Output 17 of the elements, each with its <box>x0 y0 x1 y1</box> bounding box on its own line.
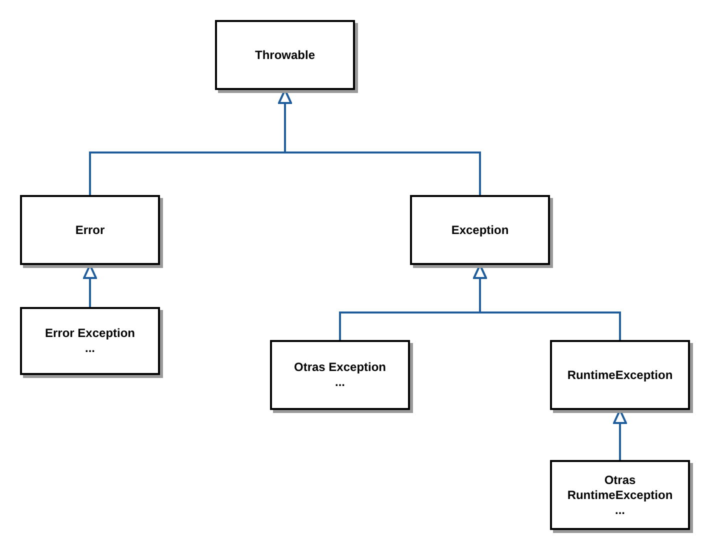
class-box <box>20 195 160 265</box>
class-name: Exception <box>451 222 509 238</box>
class-name: Otras RuntimeException <box>566 472 674 502</box>
class-name: Throwable <box>254 48 315 62</box>
class-name: ... <box>334 375 345 390</box>
class-box <box>215 20 355 90</box>
class-name: RuntimeException <box>567 368 673 382</box>
class-box <box>410 195 550 265</box>
class-name: ... <box>84 341 95 356</box>
class-box <box>270 340 410 410</box>
class-name: Error Exception <box>44 326 136 341</box>
class-box <box>550 460 690 530</box>
class-name: Otras Exception <box>294 360 386 375</box>
class-box <box>20 307 160 375</box>
class-name: ... <box>614 502 625 518</box>
class-name: Error <box>75 222 105 238</box>
class-box <box>550 340 690 410</box>
